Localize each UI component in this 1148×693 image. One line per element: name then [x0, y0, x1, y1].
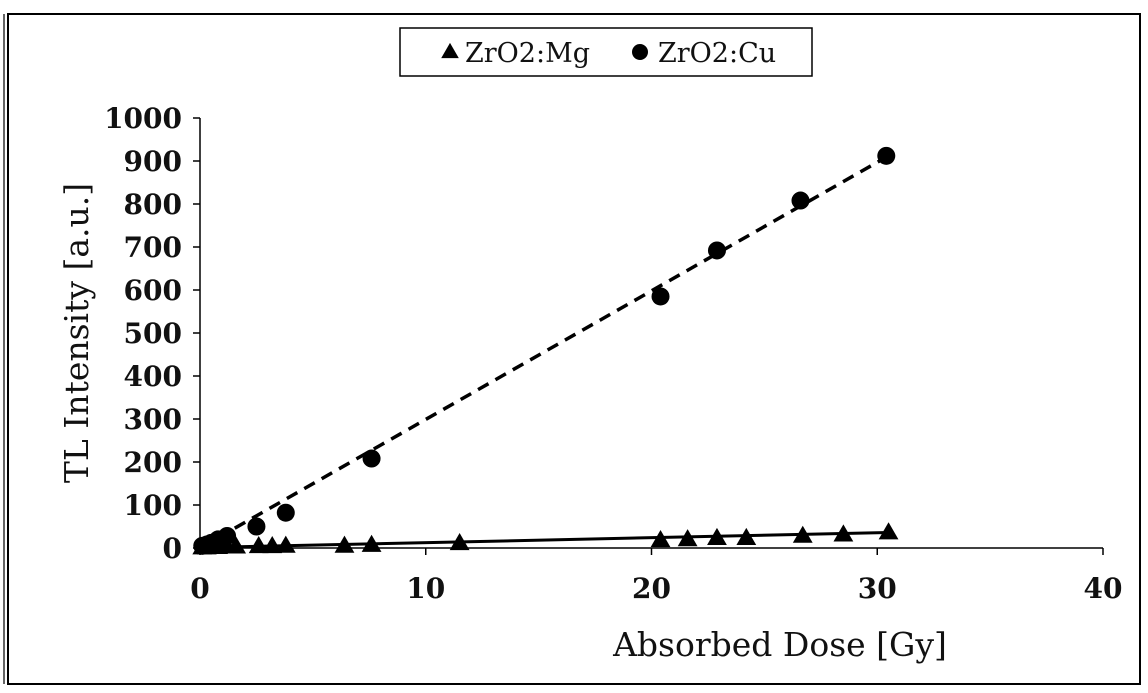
legend-label: ZrO2:Mg	[465, 38, 590, 69]
point-triangle	[248, 536, 269, 554]
y-tick-label: 500	[124, 317, 182, 350]
legend: ZrO2:Mg ZrO2:Cu	[399, 27, 813, 77]
ticks: 0 100 200 300 400 500 600 700 800 900 1000 0 10 20 30 4…	[104, 102, 1122, 605]
axes	[199, 118, 1103, 549]
y-tick-label: 100	[124, 489, 182, 522]
y-tick-label: 600	[124, 274, 182, 307]
point-triangle	[334, 535, 355, 553]
point-triangle	[736, 527, 757, 545]
y-tick-label: 700	[124, 231, 182, 264]
trendline-circle	[199, 154, 890, 550]
point-circle	[877, 146, 896, 165]
point-triangle	[833, 524, 854, 542]
y-axis-label: TL Intensity [a.u.]	[57, 183, 96, 483]
point-triangle	[262, 536, 283, 554]
point-circle	[651, 287, 670, 306]
point-triangle	[449, 533, 470, 551]
x-tick-label: 10	[406, 572, 445, 605]
x-tick-label: 20	[632, 572, 671, 605]
x-tick-label: 40	[1084, 572, 1123, 605]
point-triangle	[707, 527, 727, 545]
point-triangle	[792, 525, 813, 543]
chart-border	[7, 13, 1141, 685]
trendlines	[199, 154, 890, 550]
legend-marker-circle	[632, 44, 648, 60]
point-triangle	[650, 530, 671, 548]
legend-marker-triangle	[441, 42, 459, 59]
trendline-triangle	[199, 531, 889, 550]
point-circle	[247, 517, 266, 536]
point-circle	[362, 449, 381, 468]
y-tick-label: 0	[163, 532, 182, 565]
point-triangle	[878, 522, 899, 540]
y-tick-label: 900	[124, 145, 182, 178]
point-circle	[218, 526, 237, 545]
legend-box	[399, 27, 813, 77]
point-triangle	[677, 529, 698, 547]
y-tick-label: 300	[124, 403, 182, 436]
point-circle	[276, 503, 295, 522]
y-tick-label: 1000	[104, 102, 182, 135]
point-triangle	[226, 536, 247, 554]
data-points	[192, 146, 899, 555]
point-circle	[707, 241, 726, 260]
y-tick-label: 800	[124, 188, 182, 221]
x-tick-label: 0	[190, 572, 209, 605]
y-tick-label: 200	[124, 446, 182, 479]
x-tick-label: 30	[858, 572, 897, 605]
x-axis-label: Absorbed Dose [Gy]	[612, 625, 947, 664]
legend-label: ZrO2:Cu	[658, 38, 776, 69]
point-triangle	[275, 535, 296, 553]
y-tick-label: 400	[124, 360, 182, 393]
point-circle	[791, 191, 810, 210]
point-triangle	[361, 534, 382, 552]
